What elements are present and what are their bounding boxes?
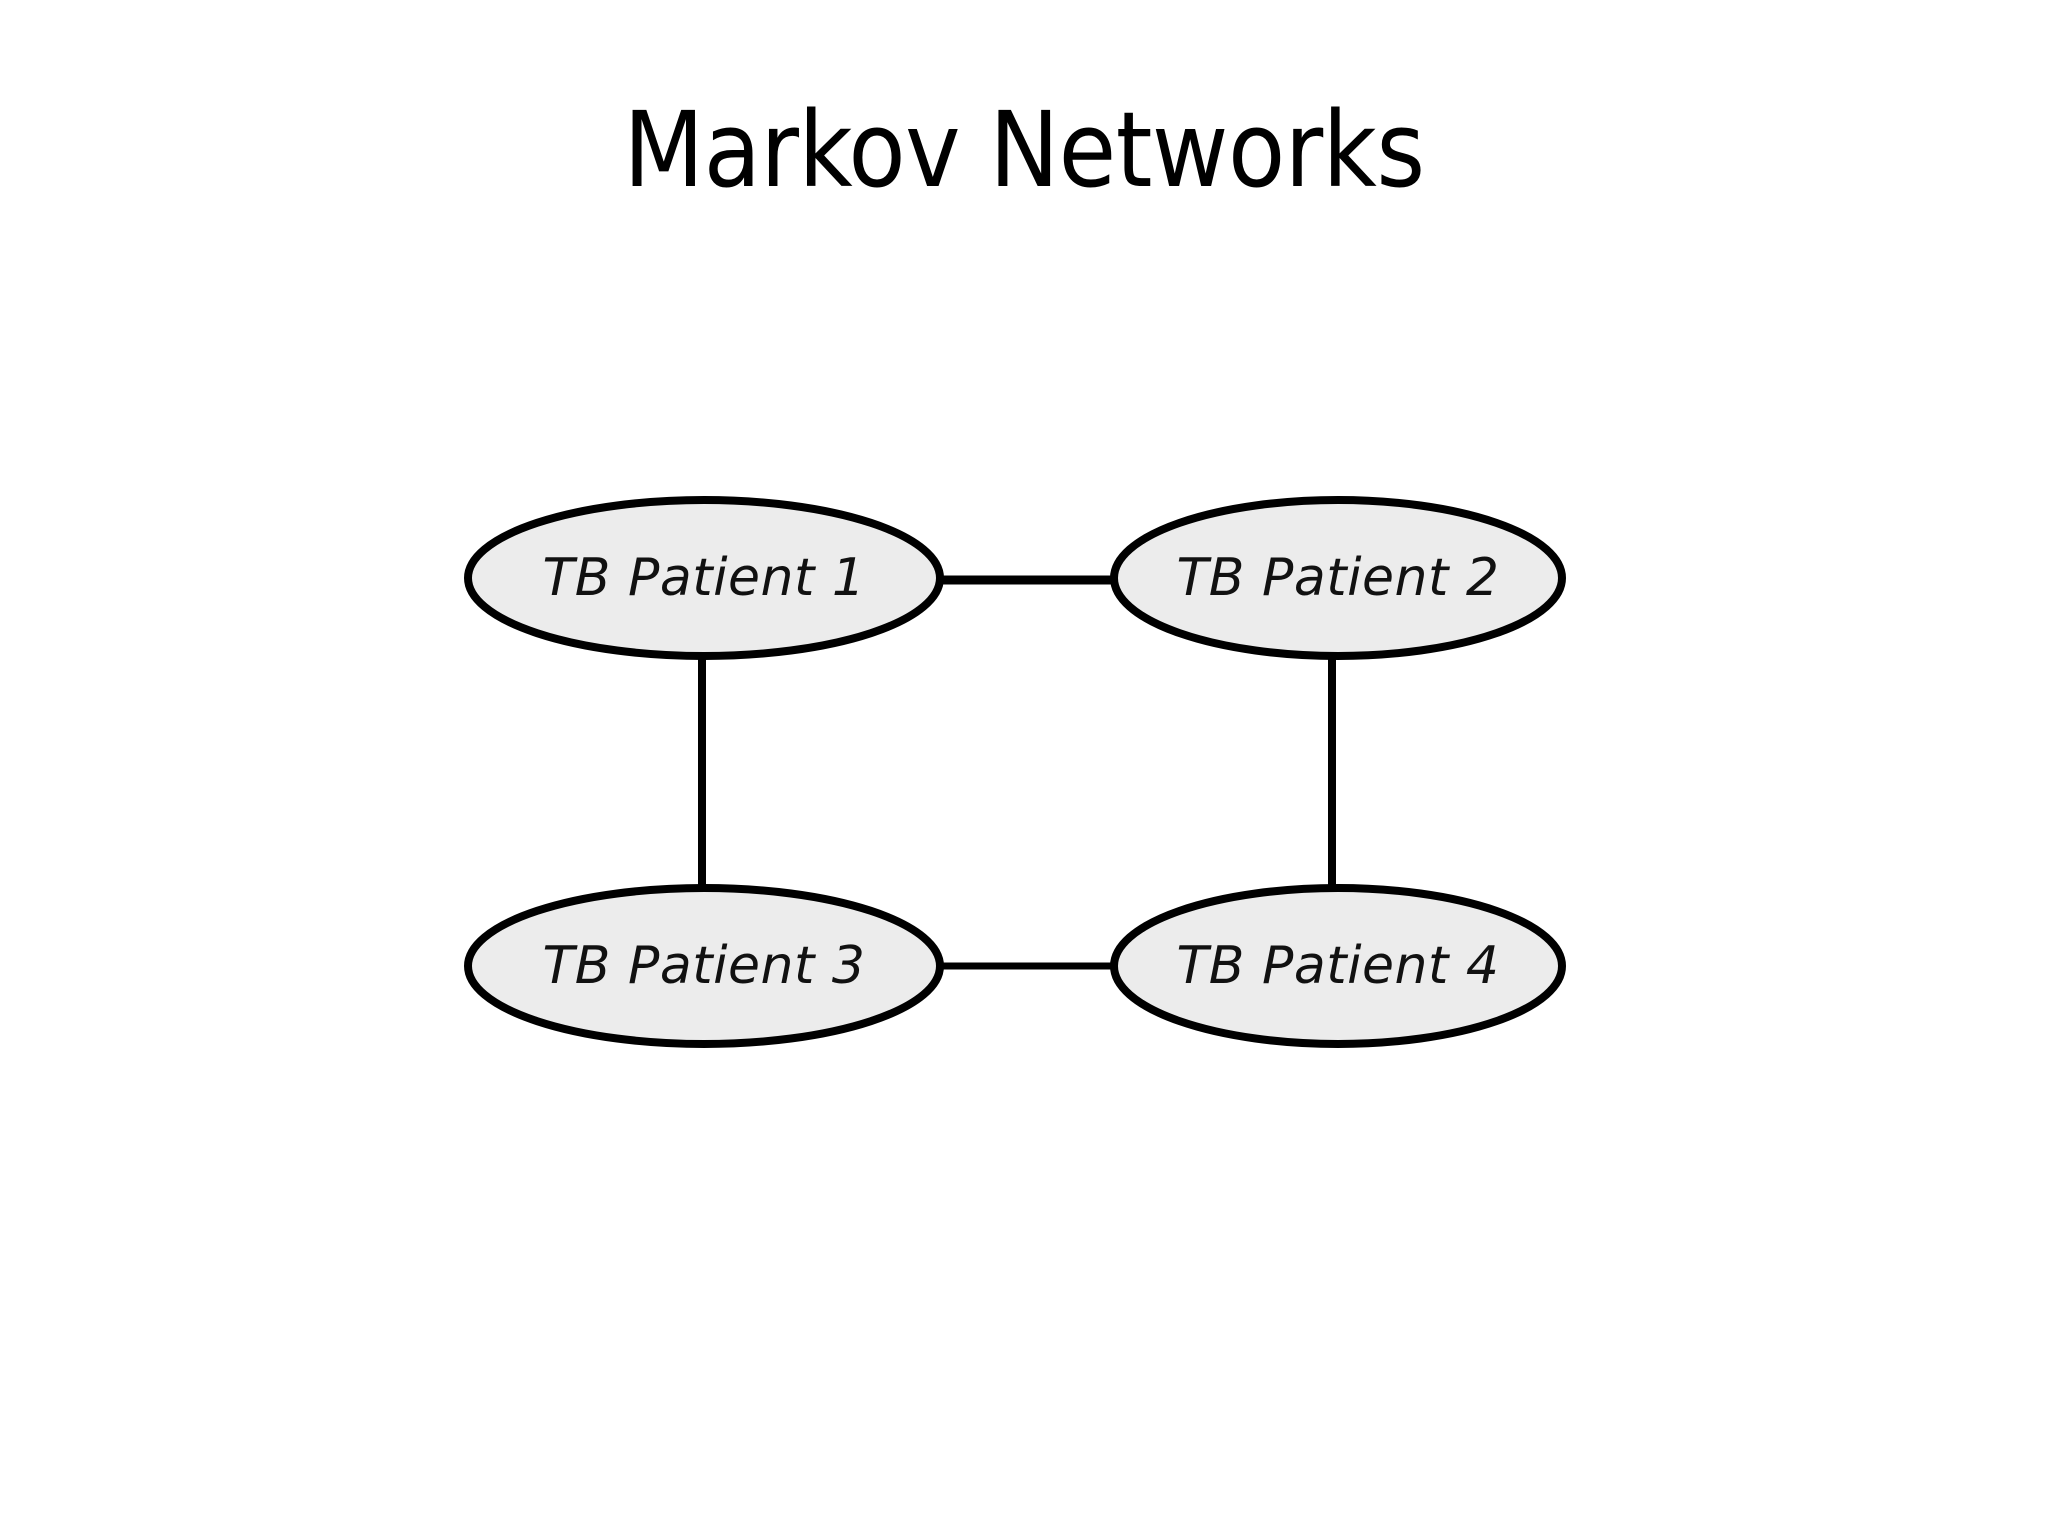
edges-group [698, 575, 1336, 970]
nodes-group [464, 496, 1566, 1048]
graph-node-tb-patient-3[interactable] [464, 884, 944, 1048]
graph-node-tb-patient-1[interactable] [464, 496, 944, 660]
graph-node-tb-patient-2[interactable] [1110, 496, 1566, 660]
graph-node-tb-patient-4[interactable] [1110, 884, 1566, 1048]
page-title: Markov Networks [623, 89, 1425, 211]
